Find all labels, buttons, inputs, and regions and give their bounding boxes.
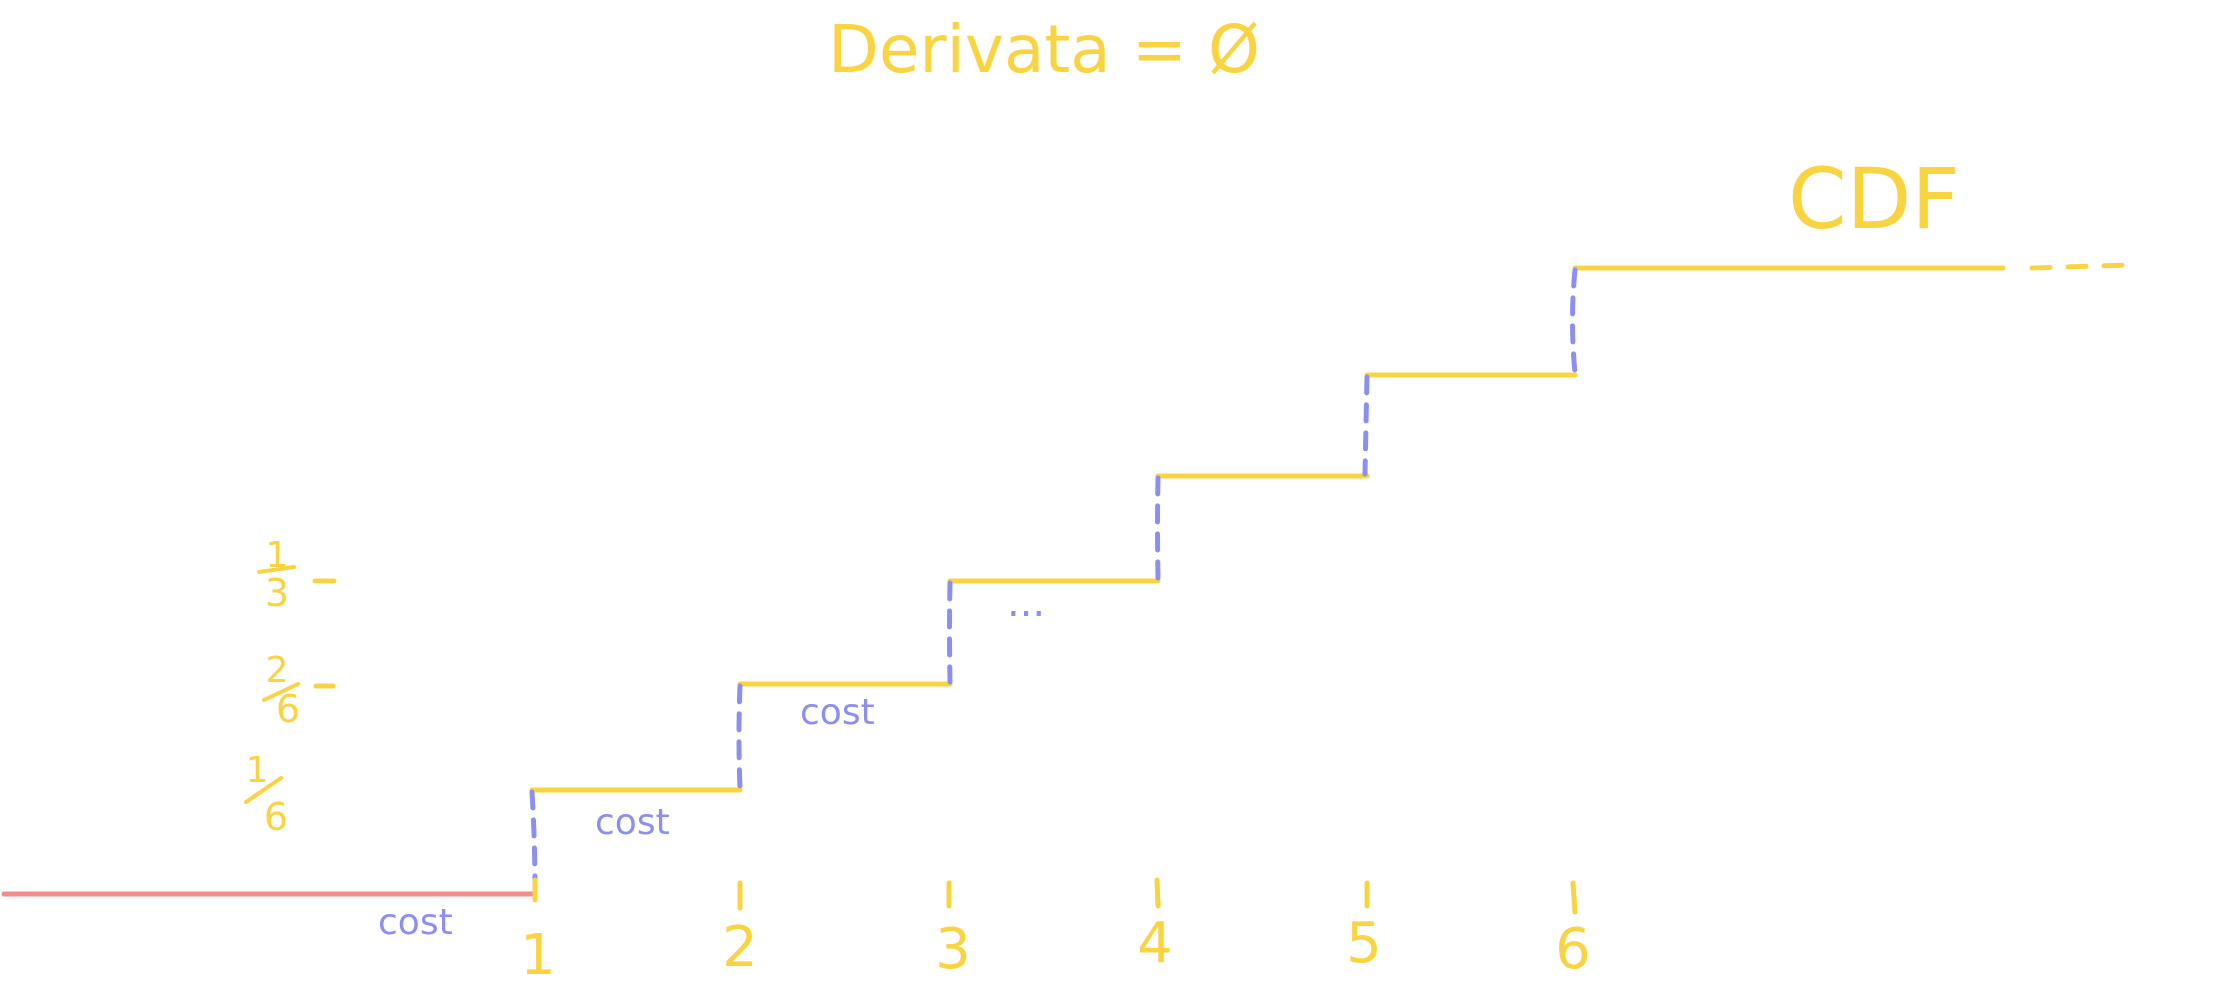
cost-label-first-step: cost — [595, 802, 670, 843]
y-label-two-sixths-num: 2 — [266, 650, 289, 691]
jump-at-3 — [947, 580, 953, 685]
x-tick-label-3: 3 — [935, 917, 971, 982]
cdf-continuation-dashes — [2029, 262, 2131, 271]
x-tick-label-1: 1 — [520, 923, 556, 988]
y-label-one-third-bar — [257, 565, 296, 574]
cdf-steps — [529, 265, 2006, 793]
jump-at-6 — [1570, 267, 1578, 376]
x-tick-mark-4 — [1154, 877, 1161, 909]
x-tick-label-6: 6 — [1555, 917, 1591, 982]
y-label-two-sixths: 2 6 — [262, 650, 336, 731]
y-label-one-third: 1 3 — [257, 535, 337, 615]
y-label-one-third-den: 3 — [265, 571, 289, 615]
x-tick-marks — [532, 877, 1578, 915]
x-tick-label-5: 5 — [1346, 911, 1382, 976]
y-label-one-sixth-num: 1 — [246, 750, 269, 791]
y-label-one-sixth-den: 6 — [264, 795, 288, 839]
derivative-title: Derivata = Ø — [828, 11, 1260, 88]
x-tick-mark-6 — [1570, 880, 1578, 915]
cost-label-zero-segment: cost — [378, 902, 453, 943]
cdf-jumps — [529, 267, 1578, 897]
y-label-two-sixths-den: 6 — [276, 687, 300, 731]
jump-at-2 — [736, 683, 743, 791]
cost-label-second-step: cost — [800, 692, 875, 733]
jump-at-4 — [1155, 475, 1161, 582]
y-label-one-sixth: 1 6 — [244, 750, 288, 839]
x-tick-label-4: 4 — [1137, 911, 1173, 976]
ellipsis-label: ... — [1007, 580, 1045, 626]
y-label-one-third-num: 1 — [266, 535, 289, 576]
y-label-one-sixth-bar — [244, 776, 283, 804]
x-tick-label-2: 2 — [722, 915, 758, 980]
y-label-two-sixths-bar — [262, 682, 300, 702]
cdf-label: CDF — [1788, 150, 1960, 248]
jump-at-5 — [1362, 374, 1370, 477]
